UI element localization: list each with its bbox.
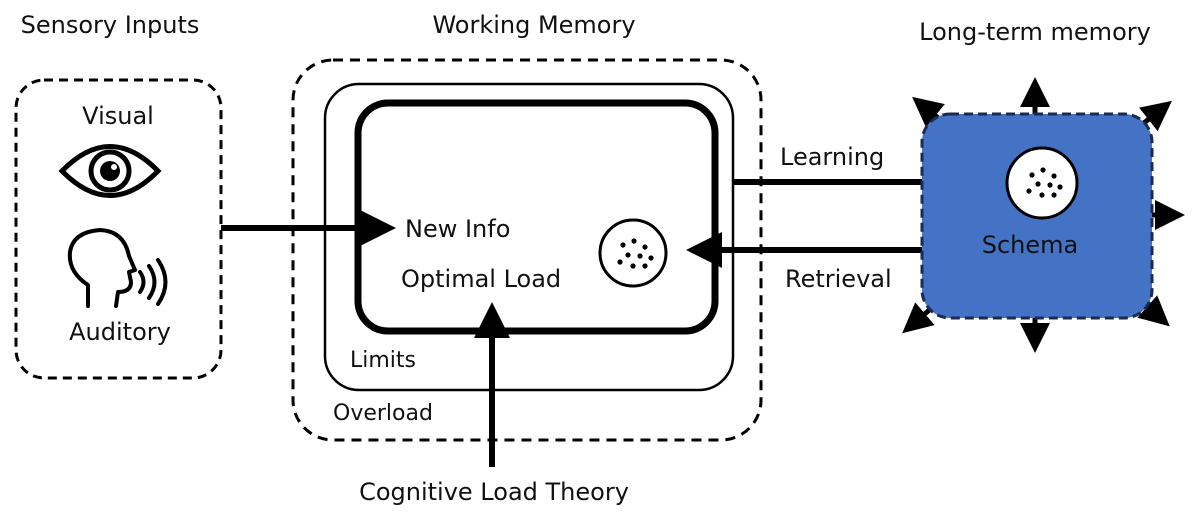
auditory-label: Auditory [69, 318, 171, 346]
long-term-memory-title: Long-term memory [919, 18, 1151, 46]
working-memory-title: Working Memory [432, 11, 635, 39]
working-schema-icon [598, 218, 668, 288]
schema-dots-icon [1005, 146, 1079, 220]
retrieval-label: Retrieval [785, 265, 892, 293]
limits-label: Limits [350, 348, 416, 373]
overload-label: Overload [333, 401, 433, 426]
new-info-label: New Info [405, 215, 510, 243]
schema-label: Schema [982, 231, 1079, 259]
optimal-load-region [354, 99, 719, 335]
optimal-load-label: Optimal Load [401, 265, 561, 293]
cognitive-load-theory-caption: Cognitive Load Theory [359, 478, 629, 506]
eye-icon [58, 144, 162, 198]
visual-label: Visual [82, 102, 154, 130]
speaking-head-icon [67, 228, 168, 308]
learning-label: Learning [780, 143, 884, 171]
sensory-inputs-title: Sensory Inputs [21, 11, 200, 39]
limits-region [323, 82, 735, 392]
